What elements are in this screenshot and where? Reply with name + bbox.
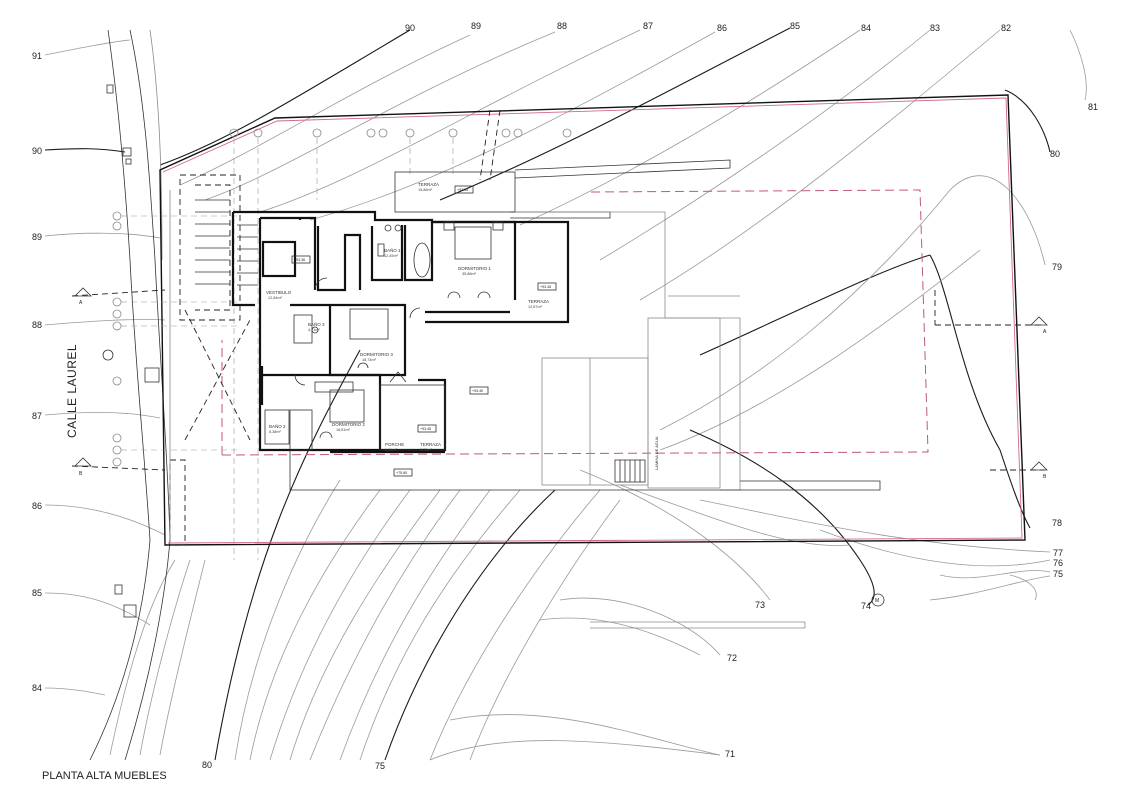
svg-text:91: 91	[32, 51, 42, 61]
room-area-porche: 6,84m²	[385, 448, 398, 452]
svg-text:90: 90	[405, 23, 415, 33]
site-stairs	[169, 174, 251, 546]
level-tag: +93.36	[294, 258, 305, 262]
svg-text:80: 80	[202, 760, 212, 770]
svg-text:74: 74	[861, 601, 871, 611]
svg-text:79: 79	[1052, 262, 1062, 272]
svg-text:83: 83	[930, 23, 940, 33]
svg-text:84: 84	[861, 23, 871, 33]
plan-title: PLANTA ALTA MUEBLES	[42, 770, 167, 782]
room-name-terraza-small: TERRAZA	[420, 442, 441, 447]
svg-text:76: 76	[1053, 558, 1063, 568]
section-mark-a-right: A	[1043, 329, 1047, 335]
svg-text:82: 82	[1001, 23, 1011, 33]
room-name-dormitorio3: DORMITORIO 3	[360, 352, 393, 357]
svg-text:87: 87	[32, 411, 42, 421]
svg-text:85: 85	[32, 588, 42, 598]
contour-labels-left: 91 90 89 88 87 86 85 84	[32, 51, 42, 693]
room-name-bano1: BAÑO 1	[384, 247, 401, 253]
lamina-agua-label: LAMINA DE AGUA	[654, 436, 659, 470]
contour-labels-bottom: 80 75 73 74 72 71	[202, 600, 871, 771]
svg-text:73: 73	[755, 600, 765, 610]
svg-text:M: M	[875, 598, 879, 604]
grid-axes	[112, 128, 572, 560]
svg-text:87: 87	[643, 21, 653, 31]
svg-text:77: 77	[1053, 548, 1063, 558]
room-area-terraza-small: 3,70m²	[420, 448, 433, 452]
room-area-dormitorio2: 18,81m²	[336, 428, 351, 432]
svg-text:75: 75	[1053, 569, 1063, 579]
room-area-terraza-right: 12,87m²	[528, 305, 543, 309]
level-tag: +93.35	[457, 188, 468, 192]
marker-m: M	[871, 593, 885, 607]
section-marks: A A B B	[71, 287, 1048, 480]
room-name-dormitorio1: DORMITORIO 1	[458, 266, 491, 271]
property-boundary	[159, 94, 1026, 546]
level-tag: +93.45	[540, 285, 551, 289]
room-area-bano1: 12,45m²	[384, 254, 399, 258]
level-tag: +93.45	[420, 427, 431, 431]
svg-text:78: 78	[1052, 518, 1062, 528]
room-area-terraza-top: 15,86m²	[418, 188, 433, 192]
building	[231, 109, 881, 629]
room-area-bano2: 5,38m²	[269, 430, 282, 434]
svg-text:86: 86	[32, 501, 42, 511]
svg-text:89: 89	[32, 232, 42, 242]
section-mark-a-left: A	[79, 300, 83, 306]
room-name-dormitorio2: DORMITORIO 2	[332, 422, 365, 427]
room-name-terraza-right: TERRAZA	[528, 299, 549, 304]
street-calle-laurel	[89, 29, 171, 761]
contour-labels-top: 90 89 88 87 86 85 84 83 82	[405, 21, 1011, 33]
contour-lines	[44, 27, 1087, 761]
room-name-vestibulo: VESTIBULO	[266, 290, 292, 295]
room-name-porche: PORCHE	[385, 442, 404, 447]
room-name-terraza-top: TERRAZA	[418, 182, 439, 187]
street-name: CALLE LAUREL	[65, 344, 79, 438]
room-area-bano3: 4,71m²	[308, 328, 321, 332]
room-name-bano2: BAÑO 2	[269, 423, 286, 429]
svg-text:88: 88	[32, 320, 42, 330]
room-area-dormitorio3: 18,74m²	[362, 358, 377, 362]
svg-text:71: 71	[725, 749, 735, 759]
svg-text:89: 89	[471, 21, 481, 31]
svg-text:80: 80	[1050, 149, 1060, 159]
section-mark-b-right: B	[1043, 474, 1047, 480]
svg-text:85: 85	[790, 21, 800, 31]
svg-text:86: 86	[717, 23, 727, 33]
svg-text:72: 72	[727, 653, 737, 663]
svg-text:90: 90	[32, 146, 42, 156]
section-mark-b-left: B	[79, 471, 83, 477]
svg-text:88: 88	[557, 21, 567, 31]
contour-labels-right: 81 80 79 78 77 76 75	[1050, 102, 1098, 579]
svg-text:81: 81	[1088, 102, 1098, 112]
room-name-bano3: BAÑO 3	[308, 321, 325, 327]
room-area-vestibulo: 12,84m²	[268, 296, 283, 300]
svg-text:84: 84	[32, 683, 42, 693]
level-tags: +93.35 +93.36 +93.45 +93.40 +93.45 +75.8…	[294, 188, 551, 475]
svg-text:75: 75	[375, 761, 385, 771]
level-tag: +75.80	[396, 471, 407, 475]
level-tag: +93.40	[472, 389, 483, 393]
room-labels: TERRAZA 15,86m² BAÑO 1 12,45m² DORMITORI…	[266, 182, 549, 452]
room-area-dormitorio1: 35,88m²	[462, 272, 477, 276]
